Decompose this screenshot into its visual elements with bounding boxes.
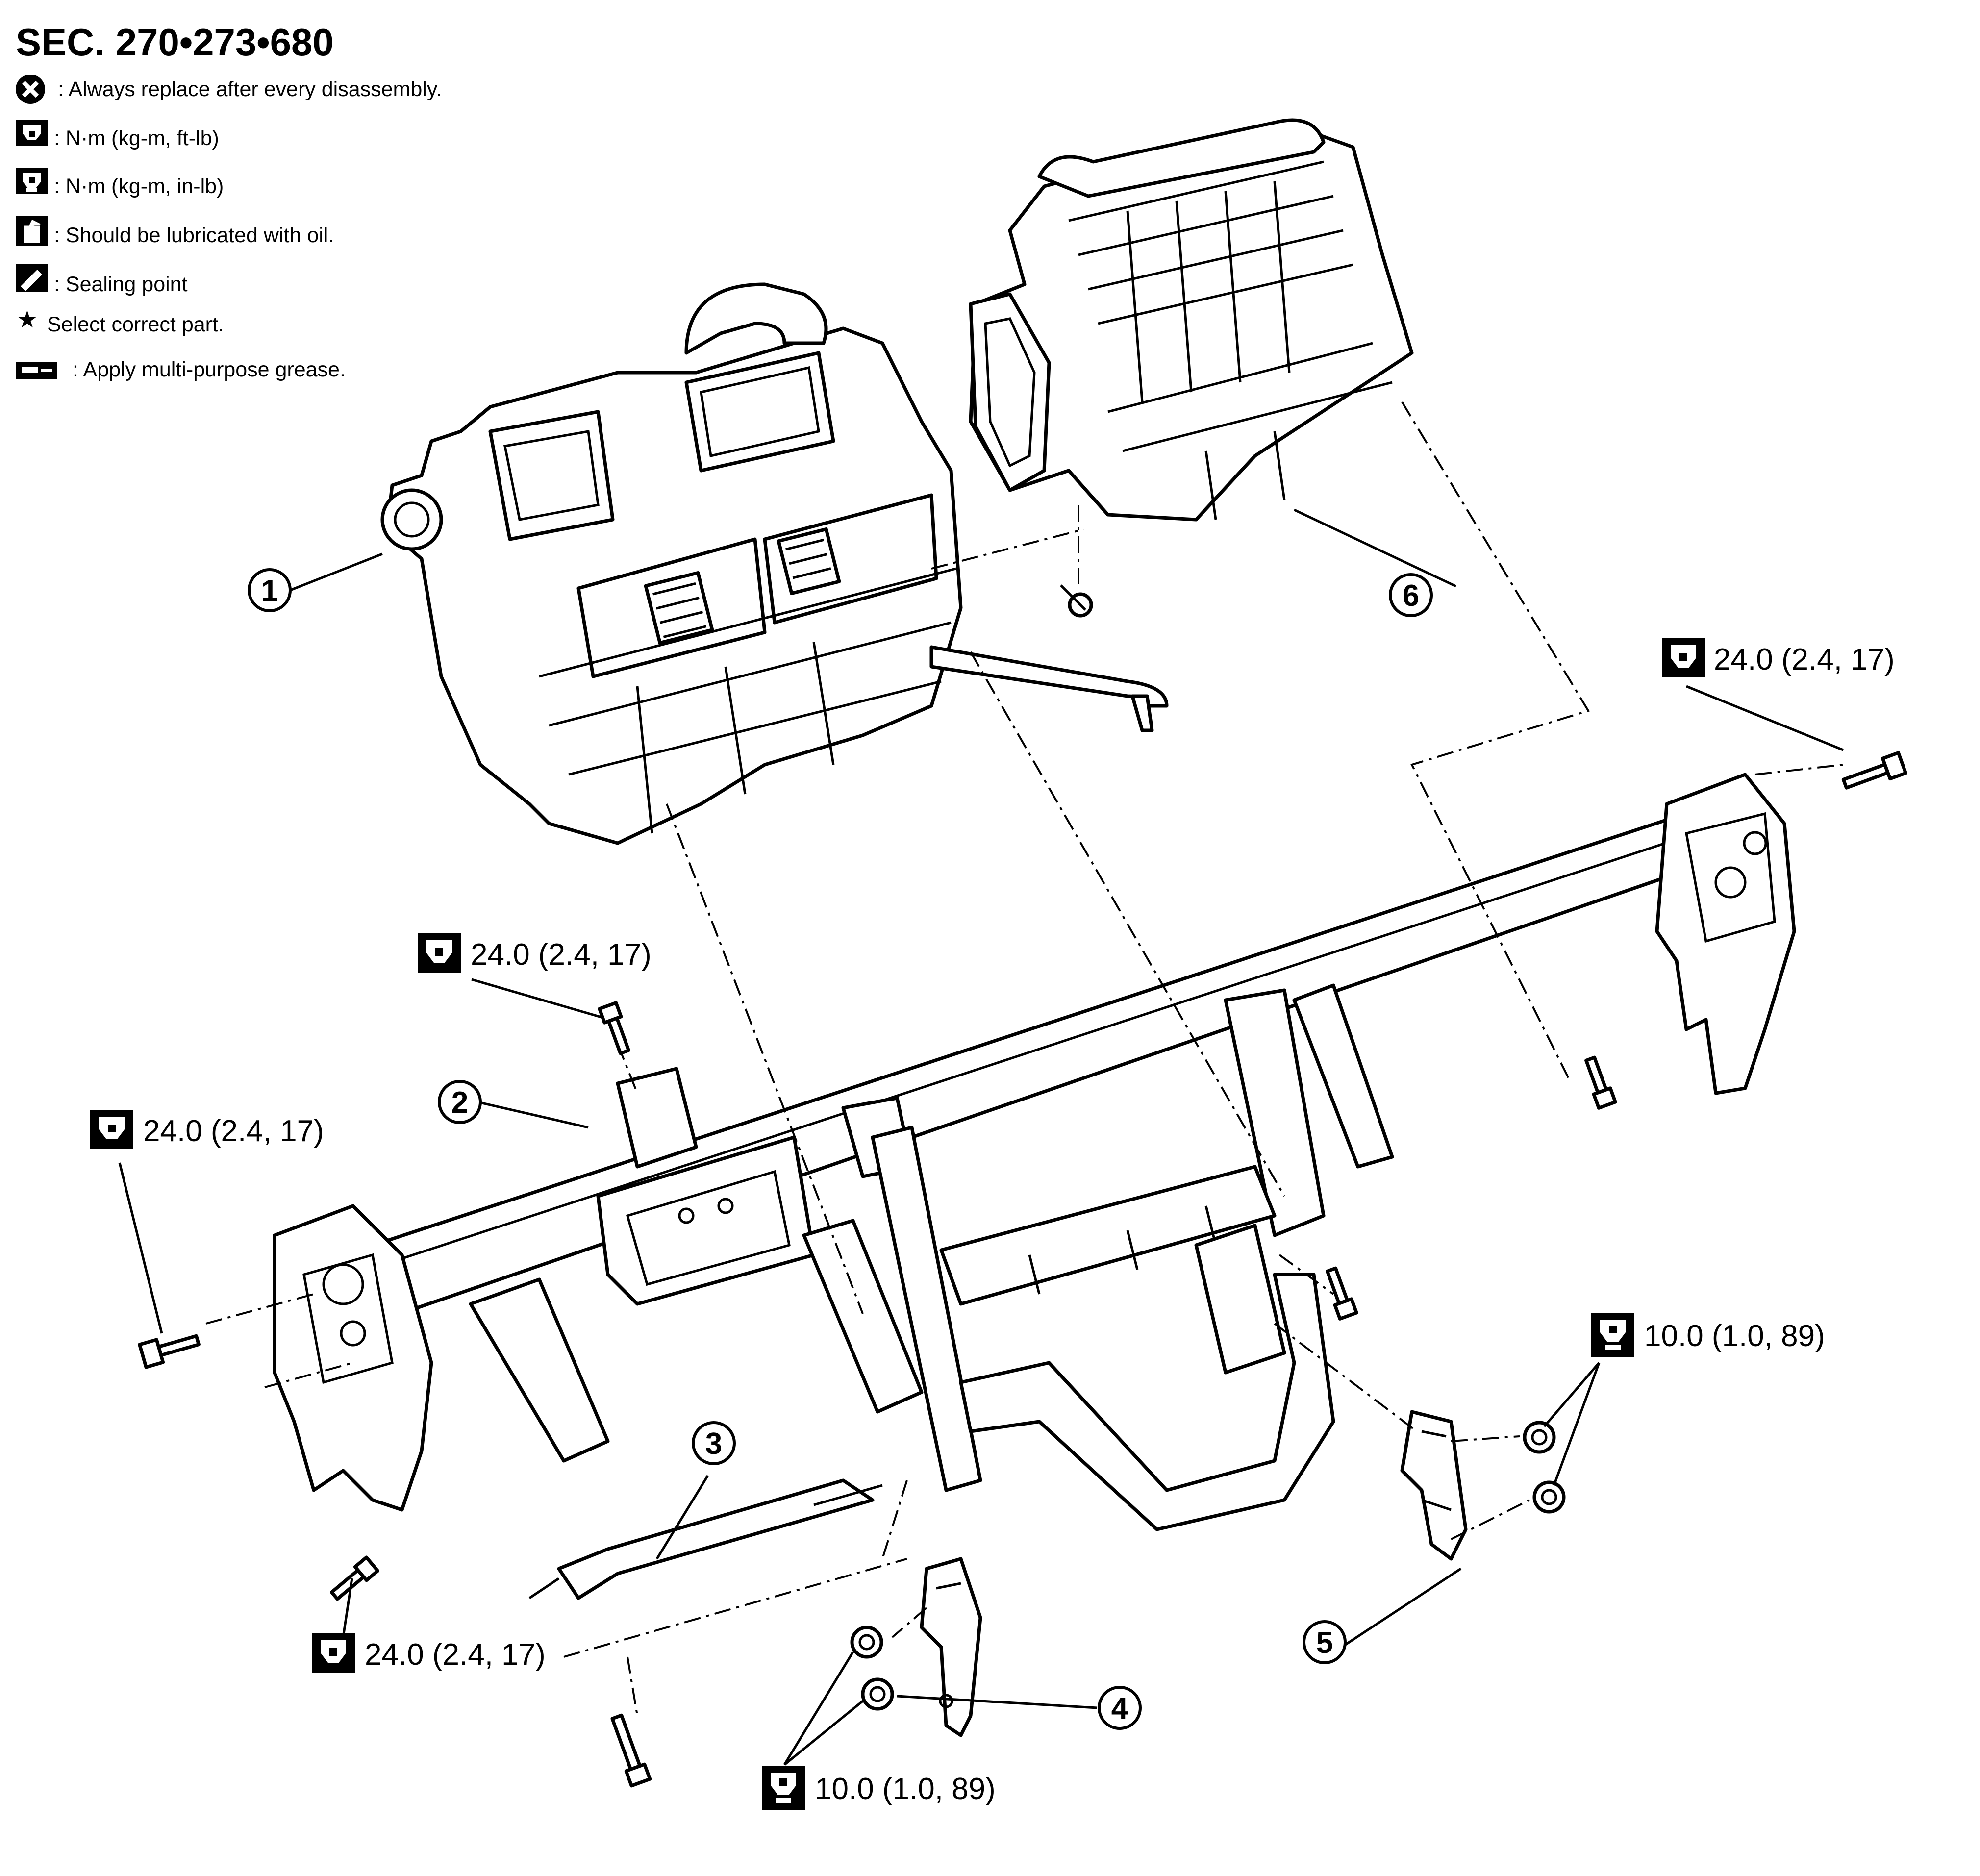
svg-text:6: 6 (1403, 579, 1419, 613)
always-replace-icon (16, 75, 45, 104)
torque-ft-lb-icon (16, 120, 48, 146)
svg-text:2: 2 (451, 1086, 468, 1120)
svg-text:1: 1 (261, 574, 278, 608)
bolt-left-end (138, 1334, 201, 1369)
lower-stay-right (1400, 1410, 1468, 1561)
blower-unit (969, 118, 1414, 522)
torque-in-lb-icon (762, 1766, 805, 1810)
nut-left-lower (861, 1677, 894, 1711)
clip-fastener (1060, 584, 1093, 618)
torque-ft-lb-icon (1662, 638, 1705, 677)
lower-stay-left (920, 1557, 982, 1737)
callout-2: 2 (438, 1080, 482, 1124)
torque-ft-lb-icon (418, 933, 461, 973)
svg-text:3: 3 (705, 1427, 722, 1461)
nut-right-upper (1523, 1421, 1556, 1454)
callout-5: 5 (1303, 1620, 1347, 1664)
star-icon: ★ (17, 307, 38, 333)
section-title: SEC. 270•273•680 (16, 21, 334, 64)
nut-right-lower (1532, 1480, 1566, 1514)
svg-text:5: 5 (1316, 1626, 1333, 1660)
bolt-right-end (1841, 751, 1907, 790)
torque-in-lb-icon (1591, 1313, 1634, 1357)
torque-label-left: 24.0 (2.4, 17) (143, 1114, 324, 1148)
sealing-point-icon (16, 264, 48, 292)
harness-bracket (528, 1478, 883, 1600)
nut-left-upper (850, 1626, 883, 1659)
bolt-left-lower (330, 1555, 380, 1601)
legend-torque-ft-lb-text: : N·m (kg-m, ft-lb) (54, 126, 219, 150)
legend-always-replace-text: : Always replace after every disassembly… (58, 77, 442, 101)
legend-select-part-text: Select correct part. (47, 313, 224, 336)
callout-1: 1 (248, 568, 292, 612)
heater-cooling-unit (380, 282, 1169, 845)
bolt-upper-center (598, 1001, 630, 1055)
legend-grease-text: : Apply multi-purpose grease. (73, 358, 346, 381)
torque-label-lower-left: 24.0 (2.4, 17) (365, 1638, 546, 1672)
bolt-bottom-center (610, 1713, 652, 1788)
legend-lubricate-text: : Should be lubricated with oil. (54, 224, 334, 247)
callout-6: 6 (1389, 573, 1433, 617)
svg-text:4: 4 (1111, 1692, 1128, 1726)
torque-label-right-top: 24.0 (2.4, 17) (1714, 643, 1895, 676)
torque-label-right-nuts: 10.0 (1.0, 89) (1644, 1319, 1825, 1353)
legend-torque-in-lb-text: : N·m (kg-m, in-lb) (54, 175, 224, 198)
callout-3: 3 (692, 1421, 736, 1465)
torque-label-upper-center: 24.0 (2.4, 17) (471, 938, 652, 972)
torque-in-lb-icon (16, 168, 48, 194)
torque-ft-lb-icon (312, 1633, 355, 1673)
legend-sealing-text: : Sealing point (54, 273, 188, 296)
callout-4: 4 (1098, 1686, 1142, 1730)
bolt-right-lower (1584, 1055, 1617, 1110)
bolt-center-lower (1326, 1266, 1358, 1321)
torque-label-bottom-nuts: 10.0 (1.0, 89) (815, 1772, 996, 1806)
torque-ft-lb-icon (90, 1110, 133, 1149)
grease-icon (16, 362, 57, 379)
steering-member (273, 773, 1796, 1531)
oil-can-icon (16, 216, 48, 246)
